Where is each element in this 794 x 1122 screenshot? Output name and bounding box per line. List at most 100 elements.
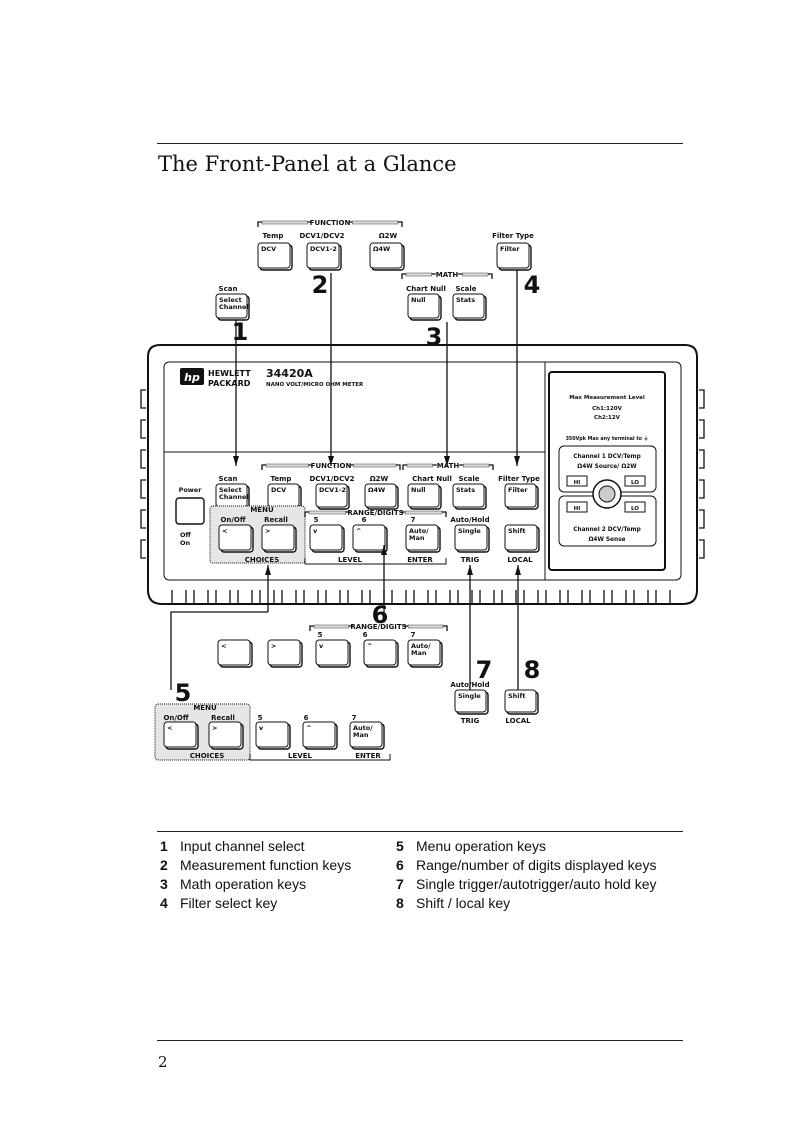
key-face — [267, 639, 301, 666]
side-bumper — [140, 419, 146, 439]
menu-left-key[interactable]: < — [218, 524, 254, 553]
auto-man-key-detail[interactable]: Auto/Man — [407, 639, 443, 668]
terminal-panel — [548, 371, 666, 571]
key-face — [163, 721, 197, 748]
label: Ω2W — [370, 475, 389, 483]
level-enter-bracket — [304, 558, 447, 565]
legend-text: Single trigger/autotrigger/auto hold key — [416, 876, 657, 892]
filter-key-top[interactable]: Filter — [496, 242, 532, 271]
bracket-shade — [308, 510, 347, 515]
side-bumper — [699, 509, 705, 529]
side-bumper — [699, 419, 705, 439]
power-button[interactable] — [175, 497, 205, 525]
arrowhead-icon — [381, 545, 387, 555]
dcv12-key-top[interactable]: DCV1-2 — [306, 242, 342, 271]
menu-left-key-detail[interactable]: < — [163, 721, 199, 750]
key-label: Filter — [500, 245, 520, 253]
label: Scale — [455, 285, 476, 293]
legend-num: 7 — [396, 876, 404, 892]
brand-name: PACKARD — [208, 379, 251, 388]
key-label: Auto/ — [409, 527, 429, 535]
null-key-top[interactable]: Null — [407, 293, 442, 321]
foot — [501, 590, 517, 605]
side-bumper — [140, 539, 146, 559]
down-key-detail[interactable]: v — [315, 639, 351, 668]
label: LEVEL — [338, 556, 362, 564]
arrowhead-icon — [265, 565, 271, 575]
filter-key[interactable]: Filter — [504, 483, 539, 510]
label: 6 — [304, 714, 309, 722]
o4w-key[interactable]: Ω4W — [364, 483, 399, 510]
right-key-detail[interactable]: > — [267, 639, 303, 668]
key-face — [306, 242, 340, 269]
level-up-key-detail[interactable]: ^ — [302, 721, 338, 750]
key-label: v — [313, 527, 318, 535]
enter-auto-man-key-detail[interactable]: Auto/Man — [349, 721, 385, 750]
legend-text: Shift / local key — [416, 895, 511, 911]
label: 6 — [363, 631, 368, 639]
label: Temp — [271, 475, 292, 483]
label: Auto/Hold — [450, 516, 489, 524]
label: ENTER — [407, 556, 433, 564]
instrument-body — [147, 344, 698, 605]
label: 5 — [318, 631, 323, 639]
single-key[interactable]: Single — [454, 524, 490, 553]
level-down-key-detail[interactable]: v — [255, 721, 291, 750]
callout-number: 1 — [232, 318, 249, 346]
range-down-key[interactable]: v — [309, 524, 345, 553]
key-face — [349, 721, 383, 748]
label: LO — [631, 480, 639, 486]
legend-text: Input channel select — [180, 838, 305, 854]
label: 5 — [314, 516, 319, 524]
stats-key[interactable]: Stats — [452, 483, 487, 510]
bracket-shade — [313, 624, 350, 629]
key-face — [257, 242, 291, 269]
range-digits-detail-label: RANGE/DIGITS — [350, 623, 406, 631]
foot — [281, 590, 297, 605]
menu-right-key[interactable]: > — [261, 524, 297, 553]
dcv12-key[interactable]: DCV1-2 — [315, 483, 350, 510]
key-face — [309, 524, 343, 551]
left-key-detail[interactable]: < — [217, 639, 253, 668]
label: Filter Type — [492, 232, 534, 240]
legend-num: 2 — [160, 857, 168, 873]
range-digits-label: RANGE/DIGITS — [347, 509, 403, 517]
bracket-shade — [404, 510, 443, 515]
shift-key[interactable]: Shift — [504, 524, 540, 553]
key-label: Man — [411, 649, 427, 657]
terminal-hi — [566, 501, 588, 513]
shift-key-detail[interactable]: Shift — [504, 689, 539, 715]
arrowhead-icon — [467, 565, 473, 575]
key-face — [302, 721, 336, 748]
key-label: Single — [458, 692, 481, 700]
single-key-detail[interactable]: Single — [454, 689, 489, 715]
label: 7 — [411, 631, 416, 639]
stats-key-top[interactable]: Stats — [452, 293, 487, 321]
label: Channel 2 DCV/Temp — [573, 527, 641, 533]
o4w-key-top[interactable]: Ω4W — [369, 242, 405, 271]
auto-man-key[interactable]: Auto/Man — [405, 524, 441, 553]
key-label: Single — [458, 527, 481, 535]
foot — [479, 590, 495, 605]
side-bumper — [699, 479, 705, 499]
null-key[interactable]: Null — [407, 483, 442, 510]
key-face — [215, 293, 248, 319]
menu-right-key-detail[interactable]: > — [208, 721, 244, 750]
foot — [589, 590, 605, 605]
label: 6 — [362, 516, 367, 524]
key-label: < — [222, 527, 227, 535]
key-face — [454, 689, 487, 713]
key-label: Stats — [456, 486, 475, 494]
key-face — [352, 524, 386, 551]
side-bumper — [140, 509, 146, 529]
dcv-key-top[interactable]: DCV — [257, 242, 293, 271]
foot — [171, 590, 187, 605]
bracket-shade — [407, 624, 444, 629]
range-up-key[interactable]: ^ — [352, 524, 388, 553]
key-label: > — [265, 527, 270, 535]
key-label: Channel — [219, 493, 249, 501]
up-key-detail[interactable]: ^ — [363, 639, 399, 668]
